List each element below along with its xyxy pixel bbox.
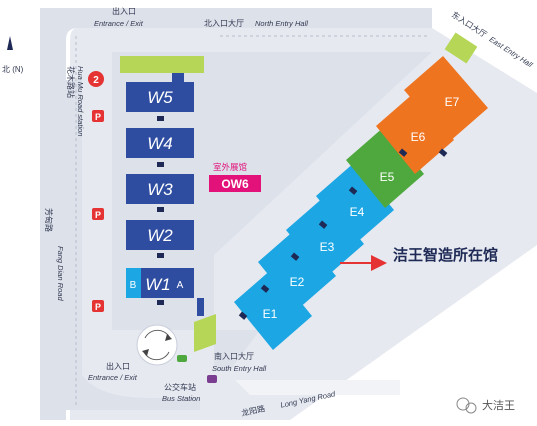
north-lobby-block — [120, 56, 204, 73]
hall-w1-a-label: A — [177, 280, 184, 291]
fangdian-road: 芳甸路 — [44, 208, 54, 232]
bus-station-en: Bus Station — [162, 394, 200, 403]
wechat-icon — [465, 402, 477, 414]
bus-icon-wrap — [207, 375, 217, 383]
watermark: 大洁王 — [456, 397, 515, 414]
parking-icon: P — [95, 112, 101, 122]
fangdian-road-en: Fang Dian Road — [56, 246, 65, 301]
east-entry-hall-block — [444, 32, 478, 64]
bus-station-zh: 公交车站 — [164, 382, 196, 392]
hall-w3[interactable]: W3 — [126, 174, 194, 204]
outdoor-hall-ow6[interactable]: OW6 — [209, 175, 261, 192]
hall-w1-b-label: B — [130, 280, 137, 291]
truck-icon — [318, 220, 328, 229]
roundabout — [136, 324, 178, 366]
hall-e7-label: E7 — [445, 95, 460, 109]
watermark-text: 大洁王 — [482, 398, 515, 412]
hall-e6[interactable]: E6 — [376, 92, 454, 174]
hall-e4-label: E4 — [350, 205, 365, 219]
entrance-bottom-zh: 出入口 — [106, 361, 130, 371]
hall-w5[interactable]: W5 — [126, 82, 194, 112]
parking-3: P — [92, 300, 104, 312]
parking-1: P — [92, 110, 104, 122]
truck-icon — [290, 252, 300, 261]
truck-icon — [238, 311, 248, 320]
truck-icons-west — [157, 116, 164, 305]
metro-icon — [88, 71, 104, 87]
hall-e2[interactable]: E2 — [258, 228, 336, 310]
truck-icon — [398, 148, 408, 157]
hall-w5-label: W5 — [147, 88, 173, 107]
huamu-station-en: Hua Mu Road station — [76, 66, 85, 136]
hall-e5-label: E5 — [380, 170, 395, 184]
parking-2: P — [92, 208, 104, 220]
w5-annex — [172, 73, 184, 83]
taxi-icon-wrap — [177, 355, 187, 362]
parking-icon: P — [95, 210, 101, 220]
hall-e3-label: E3 — [320, 240, 335, 254]
truck-icon — [348, 186, 358, 195]
parking-icon: P — [95, 302, 101, 312]
hall-e4[interactable]: E4 — [316, 162, 394, 244]
callout-text: 洁王智造所在馆 — [393, 246, 498, 264]
hall-w1-section-b — [126, 268, 141, 298]
fangdian-road-zh: 芳甸路 — [44, 208, 54, 232]
north-entry-hall-zh: 北入口大厅 — [204, 18, 244, 28]
hall-w2[interactable]: W2 — [126, 220, 194, 250]
truck-icon — [157, 162, 164, 167]
wechat-icon — [456, 397, 470, 411]
east-entry-hall-en: East Entry Hall — [488, 35, 535, 70]
longyang-road-zh: 龙阳路 — [240, 403, 266, 418]
truck-icon — [157, 207, 164, 212]
truck-icon — [157, 300, 164, 305]
taxi-icon — [177, 355, 187, 362]
metro-line-number: 2 — [93, 75, 99, 86]
metro-station: 2 — [88, 71, 104, 87]
hall-w3-label: W3 — [147, 180, 173, 199]
huamu-road-station: 花木路站 Hua Mu Road station — [66, 66, 85, 136]
hall-w4[interactable]: W4 — [126, 128, 194, 158]
hall-e6-label: E6 — [411, 130, 426, 144]
hall-e5[interactable]: E5 — [346, 126, 424, 208]
hall-e3[interactable]: E3 — [286, 196, 364, 278]
hall-w4-label: W4 — [147, 134, 173, 153]
compass-label: 北 (N) — [2, 65, 24, 74]
rotate-arrow-icon — [165, 334, 172, 341]
compass: 北 (N) — [2, 36, 24, 74]
hall-w1[interactable]: B W1 A — [126, 268, 194, 298]
fangdian-road-en-wrap: Fang Dian Road — [56, 246, 65, 301]
bus-icon — [207, 375, 217, 383]
hall-w1-label: W1 — [145, 275, 171, 294]
entrance-top-en: Entrance / Exit — [94, 19, 144, 28]
south-entry-hall-en: South Entry Hall — [212, 364, 267, 373]
south-entry-hall-zh: 南入口大厅 — [214, 351, 254, 361]
outdoor-hall-title: 室外展馆 — [213, 162, 247, 172]
entrance-bottom-en: Entrance / Exit — [88, 373, 138, 382]
truck-icons-east — [238, 148, 448, 320]
w1-annex — [197, 298, 204, 316]
hall-e1-label: E1 — [263, 307, 278, 321]
truck-icon — [260, 284, 270, 293]
hall-w2-label: W2 — [147, 226, 173, 245]
outdoor-hall-code: OW6 — [221, 177, 249, 191]
rotate-arrow-icon — [142, 349, 149, 356]
truck-icon — [157, 253, 164, 258]
hall-e1[interactable]: E1 — [234, 268, 312, 350]
north-entry-hall-en: North Entry Hall — [255, 19, 308, 28]
hall-e2-label: E2 — [290, 275, 305, 289]
hall-e7[interactable]: E7 — [404, 56, 488, 142]
south-lobby-block — [194, 314, 216, 352]
site-ground — [40, 8, 537, 420]
entrance-top-zh: 出入口 — [112, 6, 136, 16]
truck-icon — [438, 148, 448, 157]
truck-icon — [157, 116, 164, 121]
north-arrow-icon — [7, 36, 13, 50]
huamu-station-zh: 花木路站 — [66, 66, 76, 98]
